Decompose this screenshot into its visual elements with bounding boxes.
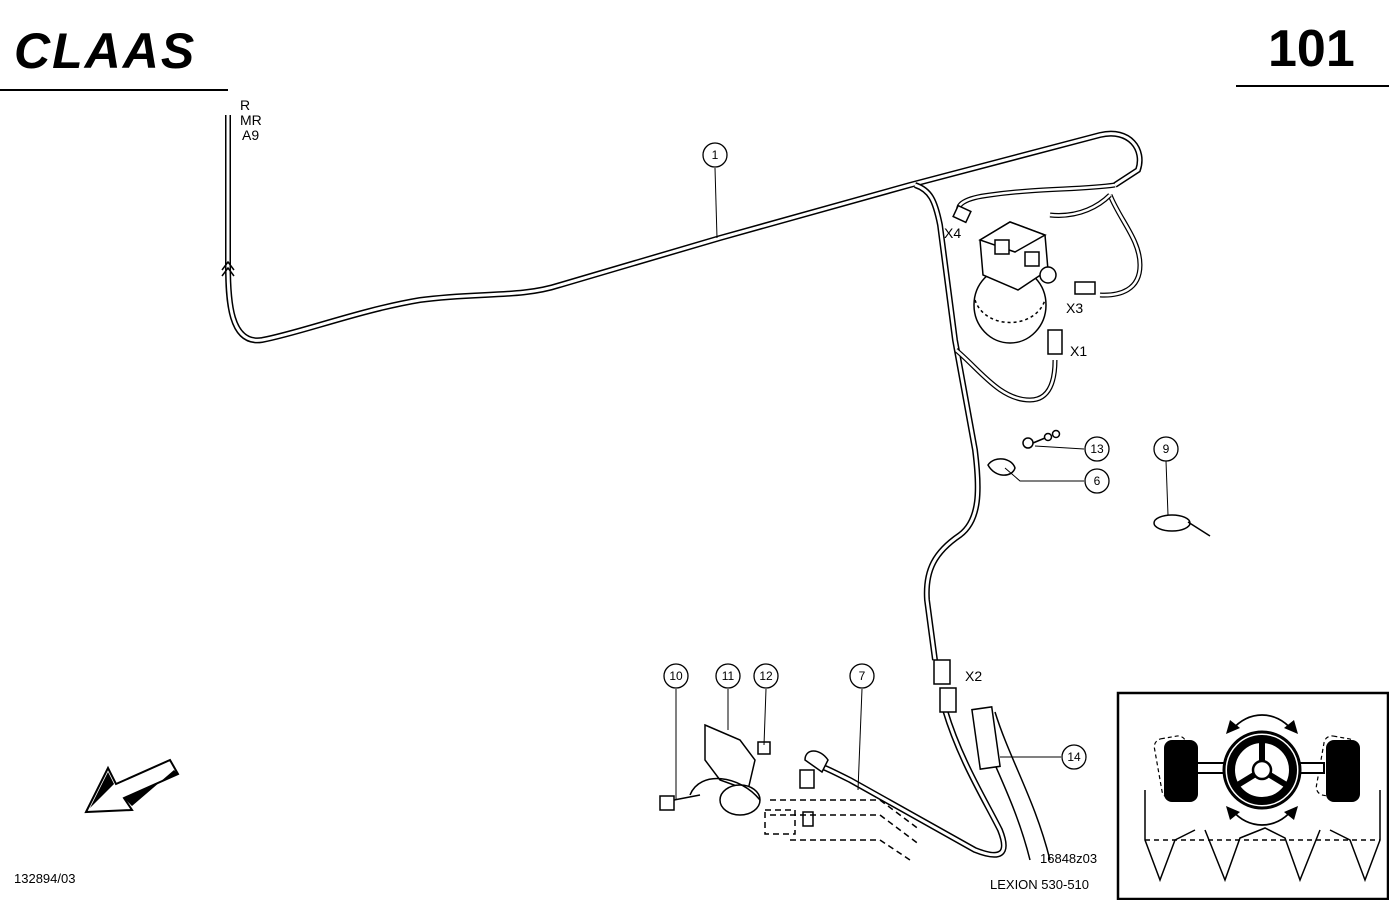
- callout-9: 9: [1153, 436, 1179, 462]
- svg-text:7: 7: [859, 669, 866, 683]
- connector-x1-label: X1: [1070, 343, 1087, 359]
- main-harness: [221, 115, 1143, 858]
- callout-13: 13: [1084, 436, 1110, 462]
- steering-wheel-icon: [1222, 730, 1302, 810]
- connector-x2-mate-shape: [939, 687, 957, 713]
- left-reference: 132894/03: [14, 871, 75, 886]
- clamp-parts: [987, 429, 1061, 476]
- direction-arrow-icon: [84, 758, 180, 814]
- connectors: X1 X2 X3 X4: [933, 225, 1087, 713]
- callout-7: 7: [849, 663, 875, 689]
- svg-text:9: 9: [1163, 442, 1170, 456]
- connector-x2-label: X2: [965, 668, 982, 684]
- valve-assembly: [952, 204, 1096, 344]
- svg-text:1: 1: [712, 148, 719, 162]
- brand-logo: CLAAS: [14, 23, 196, 79]
- connector-x3-label: X3: [1066, 300, 1083, 316]
- callout-leaders: [675, 167, 1169, 800]
- header: CLAAS 101: [0, 20, 1389, 91]
- connector-x4-label: X4: [944, 225, 961, 241]
- svg-text:12: 12: [759, 669, 773, 683]
- svg-text:10: 10: [669, 669, 683, 683]
- cable-tie-part-9: [1153, 514, 1211, 537]
- callout-12: 12: [753, 663, 779, 689]
- cable-label-a9: A9: [242, 127, 259, 143]
- footer: 132894/03 16848z03 LEXION 530-510: [14, 851, 1097, 892]
- cable-end-labels: R MR A9: [240, 97, 262, 143]
- callout-6: 6: [1084, 468, 1110, 494]
- cable-label-mr: MR: [240, 112, 262, 128]
- callout-1: 1: [702, 142, 728, 168]
- callouts: 1 13 6 9 10 11 12 7: [663, 142, 1179, 770]
- svg-text:14: 14: [1067, 750, 1081, 764]
- svg-text:11: 11: [722, 669, 735, 683]
- page-number: 101: [1268, 20, 1355, 78]
- steering-inset: [1116, 691, 1389, 900]
- cable-label-r: R: [240, 97, 250, 113]
- svg-text:6: 6: [1094, 474, 1101, 488]
- elbow-part-7: [764, 750, 921, 861]
- connector-x1-shape: [1047, 329, 1063, 355]
- callout-10: 10: [663, 663, 689, 689]
- hose-part-14: [971, 706, 1051, 861]
- bracket-parts: [659, 723, 771, 816]
- model-designation: LEXION 530-510: [990, 877, 1089, 892]
- callout-14: 14: [1061, 744, 1087, 770]
- connector-x2-shape: [933, 659, 951, 685]
- svg-text:13: 13: [1090, 442, 1104, 456]
- callout-11: 11: [715, 663, 741, 689]
- drawing-reference: 16848z03: [1040, 851, 1097, 866]
